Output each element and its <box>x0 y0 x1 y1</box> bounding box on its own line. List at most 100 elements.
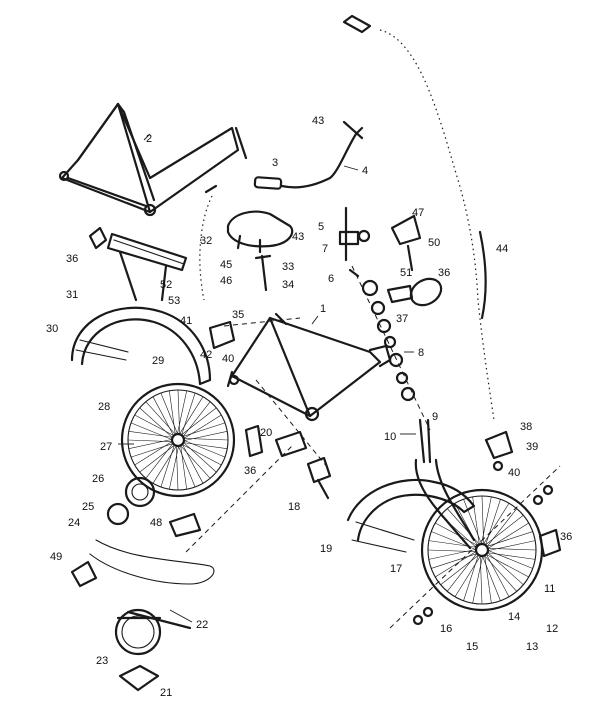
wheel-spoke <box>182 439 226 458</box>
callout-40-front: 40 <box>508 467 520 479</box>
callout-27: 27 <box>100 441 134 453</box>
wheel-spoke <box>454 503 479 547</box>
svg-text:32: 32 <box>200 235 212 247</box>
wheel-spoke <box>486 508 517 548</box>
wheel-spoke <box>427 549 478 553</box>
svg-text:42: 42 <box>200 349 212 361</box>
reflector-right <box>386 277 443 307</box>
wheel-spoke <box>175 444 179 491</box>
svg-text:5: 5 <box>318 221 324 233</box>
callout-32: 32 <box>200 235 212 247</box>
callout-30: 30 <box>46 323 58 335</box>
wheel-spoke <box>484 499 501 547</box>
mens-frame <box>226 312 392 422</box>
callout-3: 3 <box>272 157 278 169</box>
svg-text:45: 45 <box>220 259 232 271</box>
wheel-spoke <box>454 554 482 597</box>
wheel-spoke <box>177 389 181 436</box>
callout-7: 7 <box>322 243 328 255</box>
wheel-spoke <box>484 515 524 546</box>
wheel-spoke <box>139 407 174 439</box>
svg-text:52: 52 <box>160 279 172 291</box>
svg-text:17: 17 <box>390 563 402 575</box>
wheel-spoke <box>435 550 478 578</box>
callout-33: 33 <box>282 261 294 273</box>
svg-text:43: 43 <box>312 115 324 127</box>
wheel-spoke <box>181 443 222 466</box>
wheel-spoke <box>134 414 175 437</box>
saddle <box>226 210 294 292</box>
callout-9: 9 <box>432 411 438 423</box>
svg-text:30: 30 <box>46 323 58 335</box>
callout-35: 35 <box>232 309 244 321</box>
rear-wheel <box>120 382 236 498</box>
wheel-spoke <box>447 508 481 546</box>
svg-text:49: 49 <box>50 551 62 563</box>
svg-text:33: 33 <box>282 261 294 273</box>
callout-42: 42 <box>200 349 212 361</box>
callout-15: 15 <box>466 641 478 653</box>
front-hub-parts <box>389 465 562 629</box>
svg-text:36: 36 <box>66 253 78 265</box>
callout-49: 49 <box>50 551 62 563</box>
callout-29: 29 <box>152 355 164 367</box>
svg-text:13: 13 <box>526 641 538 653</box>
svg-text:50: 50 <box>428 237 440 249</box>
callout-10: 10 <box>384 431 416 443</box>
wheel-spoke <box>428 540 478 548</box>
svg-text:14: 14 <box>508 611 520 623</box>
wheel-spoke <box>176 390 187 436</box>
wheel-spoke <box>127 439 174 443</box>
callout-25: 25 <box>82 501 94 513</box>
callout-8: 8 <box>404 347 424 359</box>
svg-text:9: 9 <box>432 411 438 423</box>
svg-text:4: 4 <box>362 165 368 177</box>
wheel-spoke <box>486 549 533 569</box>
svg-text:25: 25 <box>82 501 94 513</box>
callout-16: 16 <box>440 623 452 635</box>
callout-44: 44 <box>496 243 508 255</box>
wheel-spoke <box>128 438 174 449</box>
wheel-spoke <box>472 496 480 546</box>
svg-text:8: 8 <box>418 347 424 359</box>
callout-12: 12 <box>546 623 558 635</box>
callout-50: 50 <box>428 237 440 249</box>
svg-text:11: 11 <box>544 583 555 595</box>
wheel-spoke <box>486 547 537 551</box>
svg-text:23: 23 <box>96 655 108 667</box>
rear-fender <box>70 306 212 386</box>
wheel-spoke <box>484 554 492 604</box>
wheel-spoke <box>182 437 229 441</box>
stem <box>338 206 371 278</box>
callout-38: 38 <box>520 421 532 433</box>
wheel-spoke <box>479 554 483 605</box>
rear-brake-cable <box>199 184 218 301</box>
wheel-spoke <box>182 414 222 440</box>
svg-text:2: 2 <box>146 133 152 145</box>
wheel-spoke <box>486 540 536 552</box>
wheel-spoke <box>463 499 483 546</box>
svg-text:46: 46 <box>220 275 232 287</box>
assembly-guides <box>185 317 329 553</box>
svg-text:3: 3 <box>272 157 278 169</box>
reflector-lower <box>244 424 264 458</box>
wheel-spoke <box>428 548 478 560</box>
callout-47: 47 <box>412 207 424 219</box>
callout-13: 13 <box>526 641 538 653</box>
wheel-spoke <box>182 401 211 438</box>
callout-53: 53 <box>168 295 180 307</box>
wheel-spoke <box>431 531 478 551</box>
wheel-spoke <box>483 554 517 592</box>
wheel-spoke <box>431 552 479 569</box>
wheel-spoke <box>485 553 529 578</box>
callout-31: 31 <box>66 289 78 301</box>
callout-45: 45 <box>220 259 232 271</box>
svg-text:1: 1 <box>320 303 326 315</box>
brake-cable <box>342 14 495 421</box>
headset-parts <box>351 265 431 431</box>
svg-text:36: 36 <box>244 465 256 477</box>
svg-text:26: 26 <box>92 473 104 485</box>
callout-37: 37 <box>396 313 408 325</box>
wheel-spoke <box>177 444 196 488</box>
callout-26: 26 <box>92 473 104 485</box>
